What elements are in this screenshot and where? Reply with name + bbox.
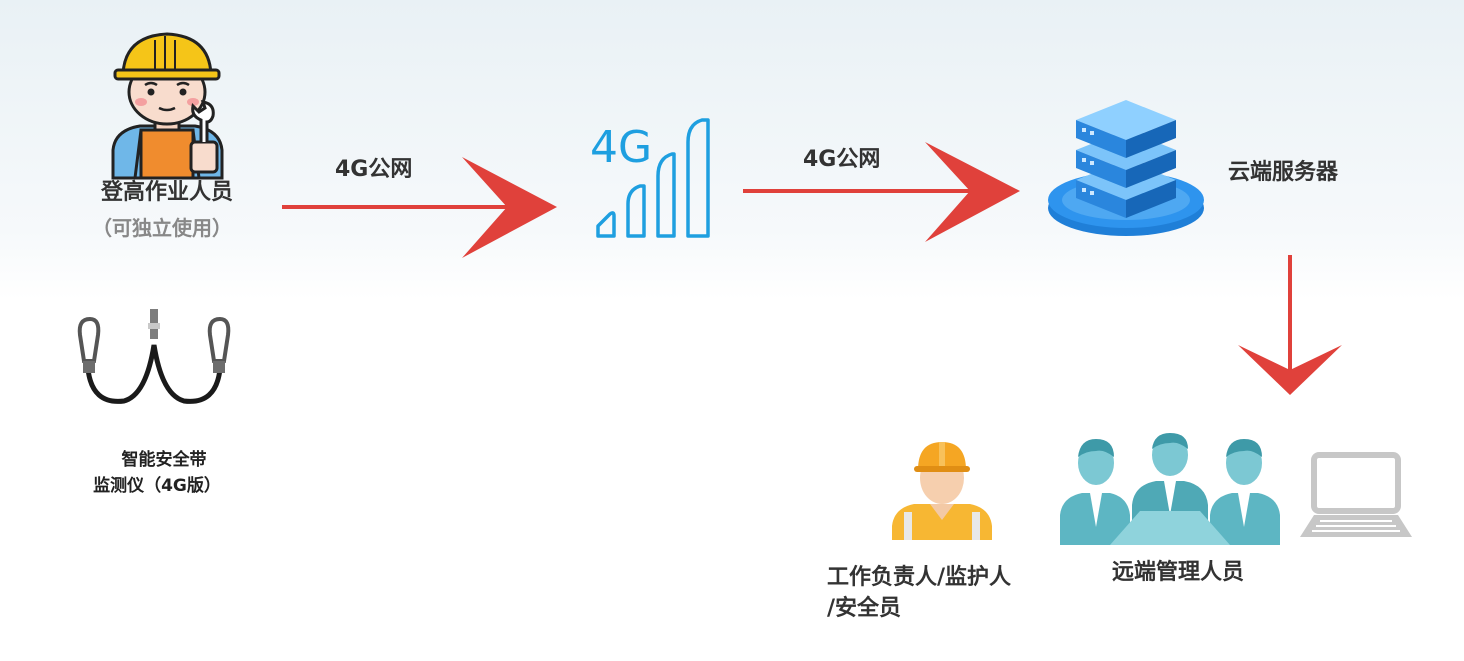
signal-4g-icon: 4G: [590, 118, 715, 242]
remote-team-icon: [1060, 433, 1280, 545]
server-label: 云端服务器: [1228, 160, 1339, 185]
arrow-signal-to-server: [743, 140, 1020, 244]
worker-label: 登高作业人员: [100, 180, 233, 205]
laptop-icon: [1300, 452, 1412, 537]
arrow-worker-to-signal: [282, 155, 557, 260]
supervisor-label-line1: 工作负责人/监护人: [827, 565, 1012, 590]
arrow-server-to-managers: [1238, 255, 1342, 395]
supervisor-label-line2: /安全员: [827, 596, 902, 621]
belt-monitor-line2: 监测仪（4G版）: [93, 476, 221, 496]
safety-belt-icon: [74, 305, 234, 409]
worker-icon: [105, 30, 230, 180]
belt-monitor-line1: 智能安全带: [121, 450, 207, 470]
supervisor-worker-icon: [892, 438, 992, 540]
edge-label-1: 4G公网: [335, 157, 413, 182]
remote-team-label: 远端管理人员: [1112, 560, 1245, 585]
cloud-server-icon: [1046, 90, 1206, 240]
edge-label-2: 4G公网: [803, 147, 881, 172]
worker-sublabel: （可独立使用）: [92, 216, 232, 240]
signal-4g-text: 4G: [590, 122, 652, 173]
